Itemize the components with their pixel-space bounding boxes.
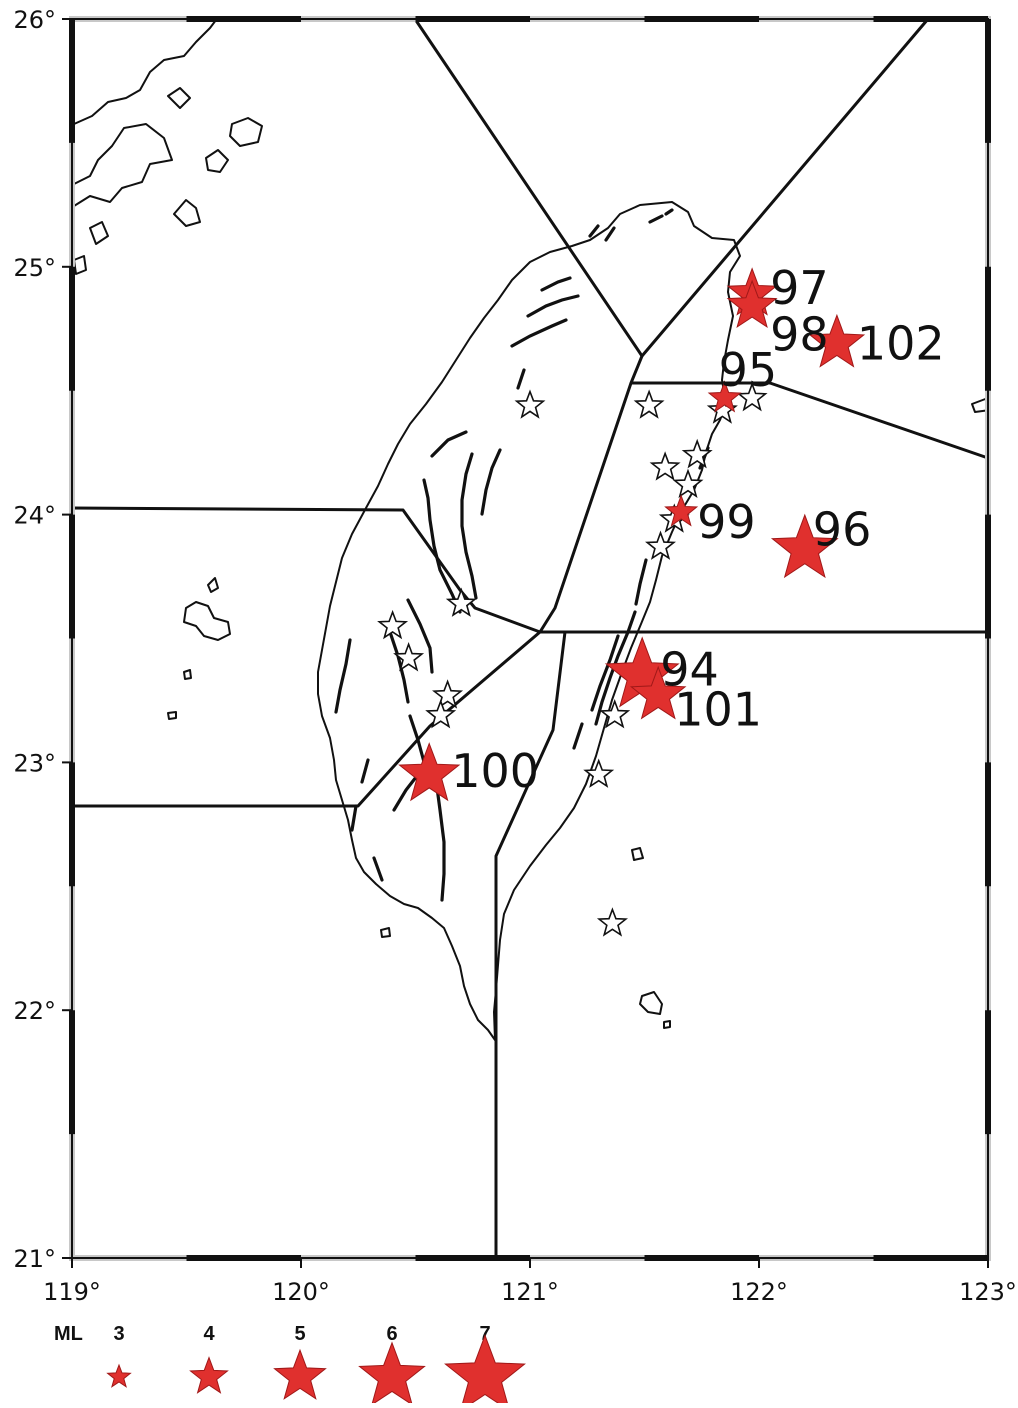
open-event-star: [393, 641, 425, 672]
fault-trace: [334, 638, 352, 714]
taiwan-coastline: [317, 201, 741, 1041]
fault-trace: [480, 448, 502, 516]
zone-boundary: [538, 382, 988, 634]
zone-boundary: [629, 355, 989, 460]
magnitude-legend: ML34567: [54, 1323, 526, 1408]
island-penghu-a: [183, 601, 231, 641]
y-tick-label: 23°: [13, 749, 56, 777]
open-event-star: [633, 389, 665, 419]
y-tick-label: 25°: [13, 254, 56, 282]
y-tick-label: 24°: [13, 502, 56, 530]
event-star-102: [808, 313, 866, 368]
event-star-99: [664, 494, 699, 527]
y-tick-label: 21°: [13, 1245, 56, 1273]
x-tick-label: 119°: [43, 1278, 101, 1306]
fault-trace: [510, 318, 568, 348]
x-tick-label: 120°: [272, 1278, 330, 1306]
event-label-94: 94: [660, 643, 719, 697]
open-event-star: [645, 530, 676, 560]
x-tick-label: 123°: [959, 1278, 1017, 1306]
event-label-95: 95: [719, 343, 778, 397]
open-event-star: [596, 907, 628, 937]
legend-star: [358, 1341, 426, 1406]
fault-trace: [350, 758, 370, 832]
fault-trace: [588, 208, 674, 242]
zone-boundary: [494, 631, 567, 1258]
island-penghu-c: [183, 669, 192, 680]
fault-trace: [372, 856, 384, 882]
x-tick-label: 122°: [730, 1278, 788, 1306]
event-star-100: [398, 742, 461, 802]
island-green: [631, 847, 644, 861]
event-label-98: 98: [770, 307, 829, 361]
fault-trace: [406, 598, 434, 674]
x-tick-label: 121°: [501, 1278, 559, 1306]
fault-trace: [430, 430, 468, 458]
fault-trace: [434, 778, 446, 902]
open-event-star: [681, 438, 713, 469]
legend-star: [273, 1348, 327, 1400]
fault-trace: [460, 452, 478, 600]
open-event-star: [649, 451, 681, 481]
open-event-star: [583, 758, 615, 788]
open-event-star: [599, 698, 631, 729]
open-event-star: [425, 698, 457, 729]
y-tick-label: 26°: [13, 6, 56, 34]
open-event-star: [672, 468, 704, 499]
fault-trace: [516, 368, 526, 390]
event-label-102: 102: [857, 317, 945, 371]
open-event-star: [432, 679, 464, 709]
legend-star: [106, 1363, 132, 1388]
event-star-95: [707, 380, 742, 413]
fault-trace: [526, 276, 580, 318]
island-penghu-d: [167, 711, 177, 720]
y-tick-label: 22°: [13, 997, 56, 1025]
legend-star: [189, 1356, 229, 1394]
open-event-star: [445, 587, 477, 617]
event-star-101: [629, 665, 687, 720]
island-liuqiu: [380, 927, 391, 938]
fault-traces-layer: [334, 208, 710, 902]
zone-boundary: [413, 18, 930, 358]
event-label-99: 99: [697, 495, 756, 549]
open-event-star: [736, 381, 768, 412]
event-label-96: 96: [813, 502, 872, 556]
fault-trace: [422, 478, 462, 614]
zone-boundary: [72, 630, 541, 808]
legend-label: 6: [386, 1323, 397, 1345]
island-orchid-small: [663, 1020, 671, 1029]
fault-trace: [590, 634, 620, 712]
axis-ticks-layer: 119° 120° 121° 122° 123° 21° 22° 23° 24° 25° 26°: [13, 6, 1016, 1306]
open-event-star: [377, 609, 409, 640]
island-orchid: [639, 991, 663, 1015]
fault-trace: [572, 722, 584, 750]
legend-label: 3: [113, 1323, 124, 1345]
legend-star: [444, 1333, 526, 1408]
china-coast: [73, 19, 263, 275]
coastline-layer: [73, 19, 991, 1041]
fault-trace: [634, 558, 648, 606]
legend-label: 5: [294, 1323, 305, 1345]
event-star-96: [770, 513, 839, 579]
legend-label: 4: [203, 1323, 215, 1345]
zone-boundaries-layer: [71, 18, 989, 1258]
legend-title: ML: [54, 1323, 83, 1345]
zone-boundary: [71, 506, 541, 634]
open-event-star: [514, 389, 546, 419]
event-label-97: 97: [770, 261, 829, 315]
island-penghu-b: [207, 577, 219, 593]
event-label-100: 100: [451, 744, 539, 798]
event-star-98: [726, 279, 778, 329]
event-label-101: 101: [674, 682, 762, 736]
